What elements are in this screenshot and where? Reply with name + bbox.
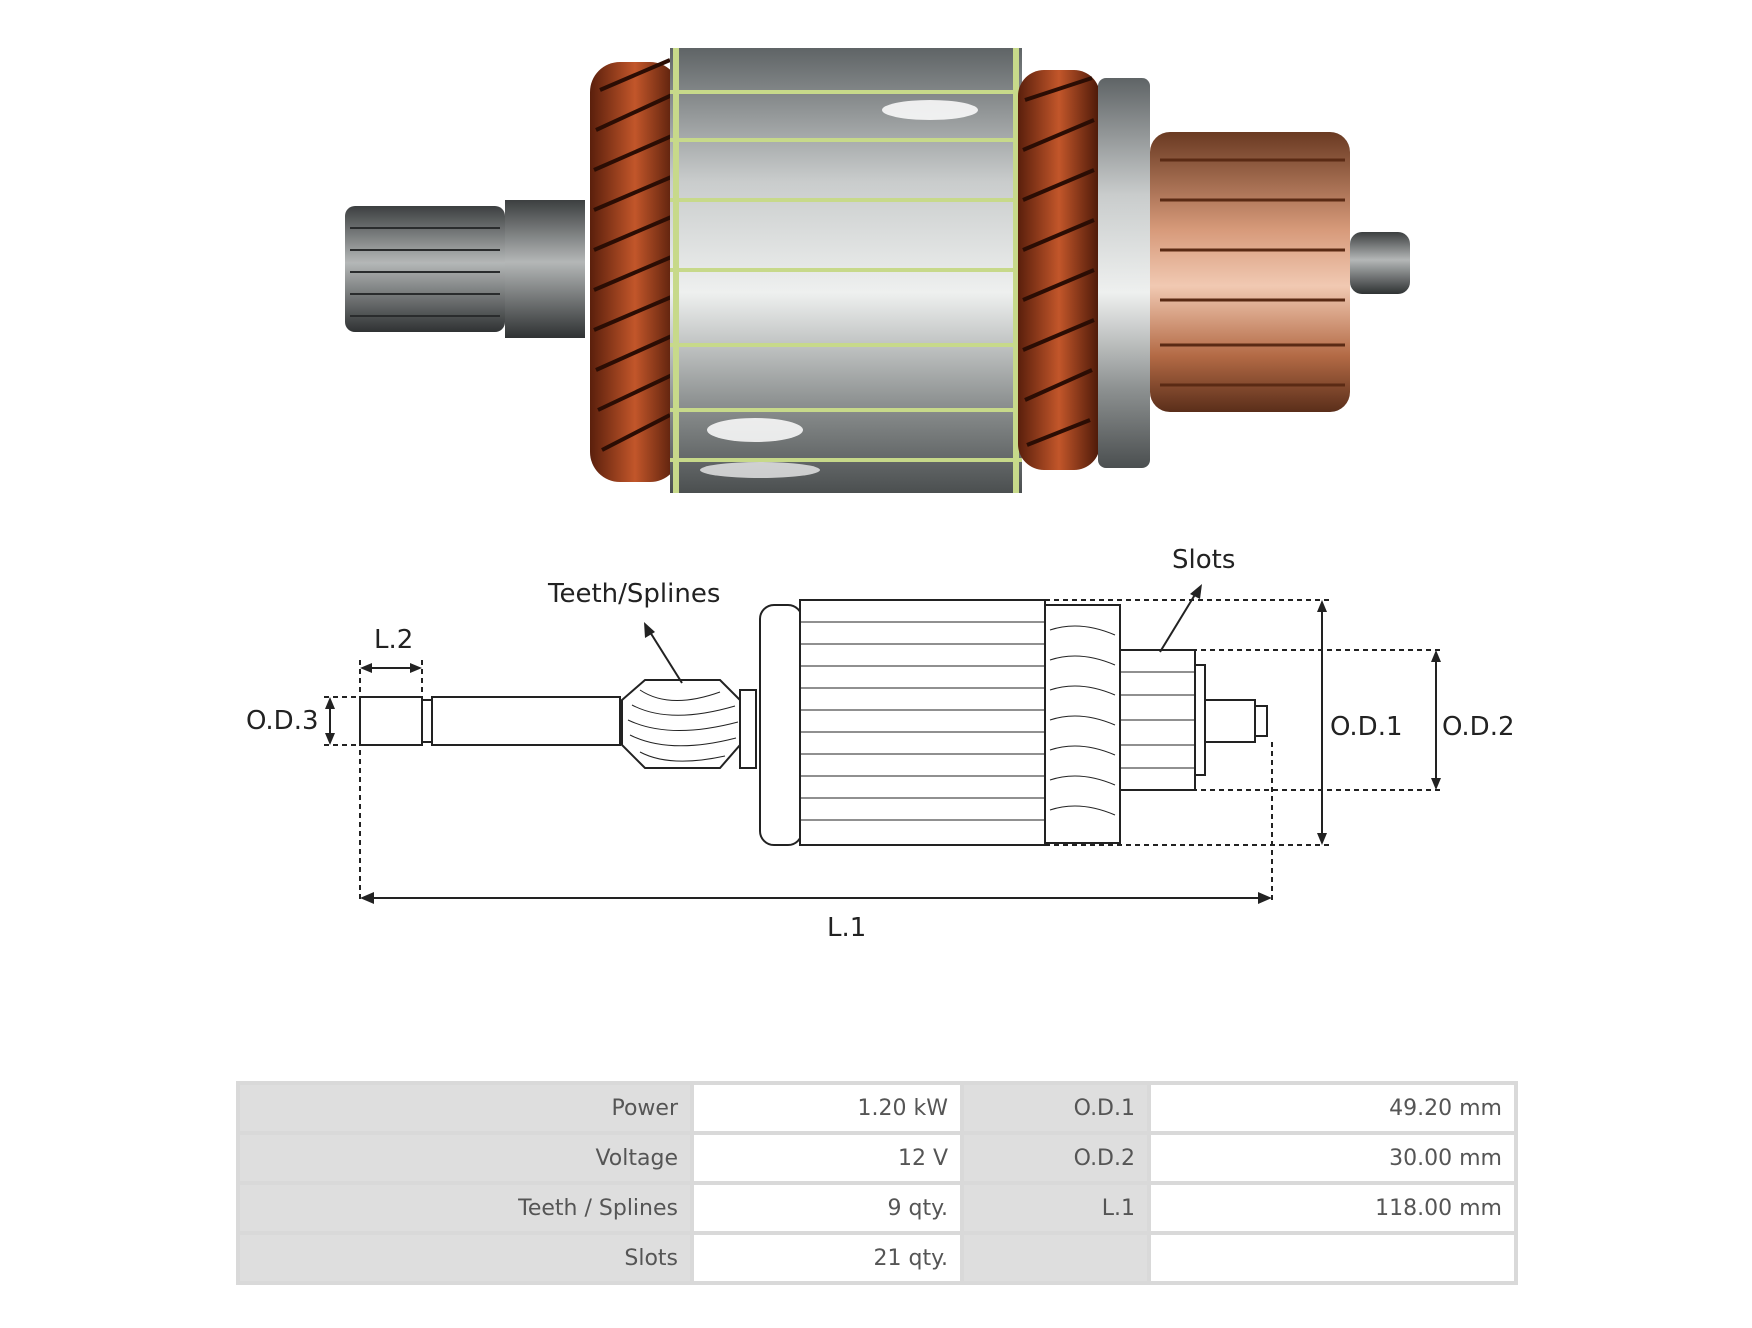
- label-teeth-splines: Teeth/Splines: [547, 579, 720, 609]
- label-l1: L.1: [827, 913, 866, 943]
- spec-value: 9 qty.: [694, 1185, 960, 1231]
- spec-label: Slots: [240, 1235, 690, 1281]
- diagram-rear-shaft: [1204, 699, 1256, 743]
- front-windings: [590, 58, 680, 482]
- label-l2: L.2: [374, 625, 413, 655]
- label-od3: O.D.3: [246, 706, 319, 736]
- table-row: Teeth / Splines 9 qty. L.1 118.00 mm: [240, 1185, 1514, 1231]
- label-od1: O.D.1: [1330, 712, 1403, 742]
- spec-label: Power: [240, 1085, 690, 1131]
- spec-value: 30.00 mm: [1151, 1135, 1514, 1181]
- rear-shaft: [1350, 232, 1410, 294]
- spec-value: 1.20 kW: [694, 1085, 960, 1131]
- spec-value: 49.20 mm: [1151, 1085, 1514, 1131]
- spec-value: 12 V: [694, 1135, 960, 1181]
- label-slots: Slots: [1172, 545, 1235, 575]
- shaft-end: [359, 696, 423, 746]
- commutator: [1150, 132, 1350, 412]
- pinion-gear: [345, 200, 585, 338]
- spec-value: 21 qty.: [694, 1235, 960, 1281]
- table-row: Voltage 12 V O.D.2 30.00 mm: [240, 1135, 1514, 1181]
- armature-photo: [345, 48, 1410, 493]
- spec-value: 118.00 mm: [1151, 1185, 1514, 1231]
- spec-label: Voltage: [240, 1135, 690, 1181]
- spline-section: [621, 679, 741, 769]
- diagram-front-windings: [759, 604, 803, 846]
- armature-core: [670, 48, 1022, 493]
- spec-label: O.D.1: [964, 1085, 1147, 1131]
- spec-label: L.1: [964, 1185, 1147, 1231]
- diagram-rear-windings: [1044, 604, 1121, 844]
- rear-windings: [1018, 70, 1100, 470]
- spec-value: [1151, 1235, 1514, 1281]
- shaft: [421, 699, 433, 743]
- dimension-diagram: Teeth/Splines Slots L.2 O.D.3 O.D.1 O.D.…: [246, 545, 1515, 943]
- label-od2: O.D.2: [1442, 712, 1515, 742]
- diagram-core: [799, 599, 1046, 846]
- table-row: Slots 21 qty.: [240, 1235, 1514, 1281]
- spec-label: O.D.2: [964, 1135, 1147, 1181]
- steel-ring: [1098, 78, 1150, 468]
- spec-label: [964, 1235, 1147, 1281]
- table-row: Power 1.20 kW O.D.1 49.20 mm: [240, 1085, 1514, 1131]
- spec-label: Teeth / Splines: [240, 1185, 690, 1231]
- spec-table: Power 1.20 kW O.D.1 49.20 mm Voltage 12 …: [236, 1081, 1518, 1285]
